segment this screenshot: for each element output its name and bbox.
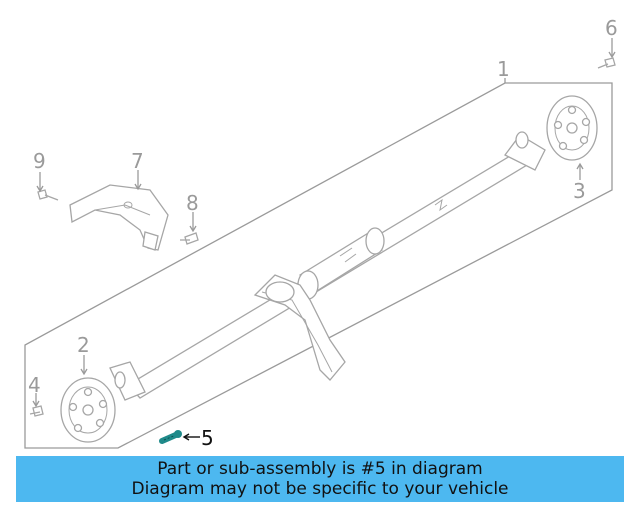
assembly-boundary [24, 82, 613, 449]
callout-6: 6 [605, 16, 618, 40]
banner-line-1: Part or sub-assembly is #5 in diagram [157, 459, 483, 479]
flex-disc-rear [60, 377, 116, 443]
drive-shaft [109, 131, 546, 401]
callout-5: 5 [201, 426, 214, 450]
callout-leaders [32, 38, 616, 441]
bolt-5-highlighted [159, 430, 182, 444]
callout-3: 3 [573, 179, 586, 203]
bolt-9 [37, 189, 59, 201]
diagram-notice-banner: Part or sub-assembly is #5 in diagram Di… [16, 456, 624, 502]
center-support-bearing [253, 274, 346, 381]
banner-line-2: Diagram may not be specific to your vehi… [131, 479, 509, 499]
callout-8: 8 [186, 191, 199, 215]
callout-9: 9 [33, 149, 46, 173]
bolt-8 [180, 232, 199, 245]
bolt-4 [29, 405, 44, 417]
heat-shield-bracket [69, 184, 169, 251]
flex-disc-front [546, 95, 598, 161]
callout-7: 7 [131, 149, 144, 173]
bolt-6 [597, 57, 616, 69]
callout-1: 1 [497, 57, 510, 81]
callout-2: 2 [77, 333, 90, 357]
callout-4: 4 [28, 373, 41, 397]
exploded-parts-diagram: 1 2 3 4 5 6 7 8 9 [24, 16, 618, 450]
